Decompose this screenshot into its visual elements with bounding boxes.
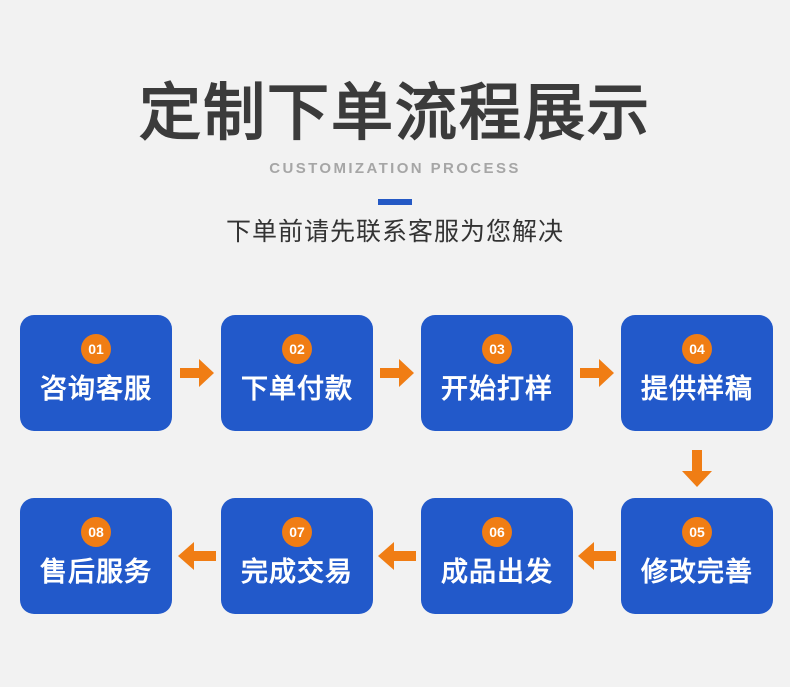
step-label: 成品出发 xyxy=(441,557,553,588)
arrow-right-icon xyxy=(180,359,214,387)
arrow-down-icon xyxy=(682,450,712,487)
arrow-right-icon xyxy=(580,359,614,387)
step-box-04[interactable]: 04 提供样稿 xyxy=(621,315,773,431)
step-box-03[interactable]: 03 开始打样 xyxy=(421,315,573,431)
step-label: 咨询客服 xyxy=(40,374,152,405)
page-subtitle-chinese: 下单前请先联系客服为您解决 xyxy=(225,217,564,246)
step-number-badge: 01 xyxy=(81,334,111,364)
header: 定制下单流程展示 CUSTOMIZATION PROCESS 下单前请先联系客服… xyxy=(0,0,790,248)
divider-bar xyxy=(378,199,412,205)
page-title: 定制下单流程展示 xyxy=(138,76,651,149)
step-number-badge: 05 xyxy=(682,517,712,547)
divider xyxy=(0,178,790,205)
step-box-08[interactable]: 08 售后服务 xyxy=(20,498,172,614)
step-number-badge: 07 xyxy=(282,517,312,547)
step-label: 修改完善 xyxy=(641,557,753,588)
step-box-06[interactable]: 06 成品出发 xyxy=(421,498,573,614)
step-box-02[interactable]: 02 下单付款 xyxy=(221,315,373,431)
arrow-left-icon xyxy=(178,542,216,570)
step-number-badge: 08 xyxy=(81,517,111,547)
step-label: 开始打样 xyxy=(441,374,553,405)
step-number-badge: 02 xyxy=(282,334,312,364)
step-label: 售后服务 xyxy=(40,557,152,588)
step-label: 提供样稿 xyxy=(641,374,753,405)
step-number-badge: 06 xyxy=(482,517,512,547)
arrow-right-icon xyxy=(380,359,414,387)
step-label: 下单付款 xyxy=(241,374,353,405)
page-subtitle-english: CUSTOMIZATION PROCESS xyxy=(269,160,521,177)
arrow-left-icon xyxy=(578,542,616,570)
arrow-left-icon xyxy=(378,542,416,570)
step-box-05[interactable]: 05 修改完善 xyxy=(621,498,773,614)
step-number-badge: 03 xyxy=(482,334,512,364)
step-box-01[interactable]: 01 咨询客服 xyxy=(20,315,172,431)
step-number-badge: 04 xyxy=(682,334,712,364)
step-box-07[interactable]: 07 完成交易 xyxy=(221,498,373,614)
process-flow: 01 咨询客服 02 下单付款 03 开始打样 04 提供样稿 xyxy=(0,315,790,635)
step-label: 完成交易 xyxy=(241,557,353,588)
